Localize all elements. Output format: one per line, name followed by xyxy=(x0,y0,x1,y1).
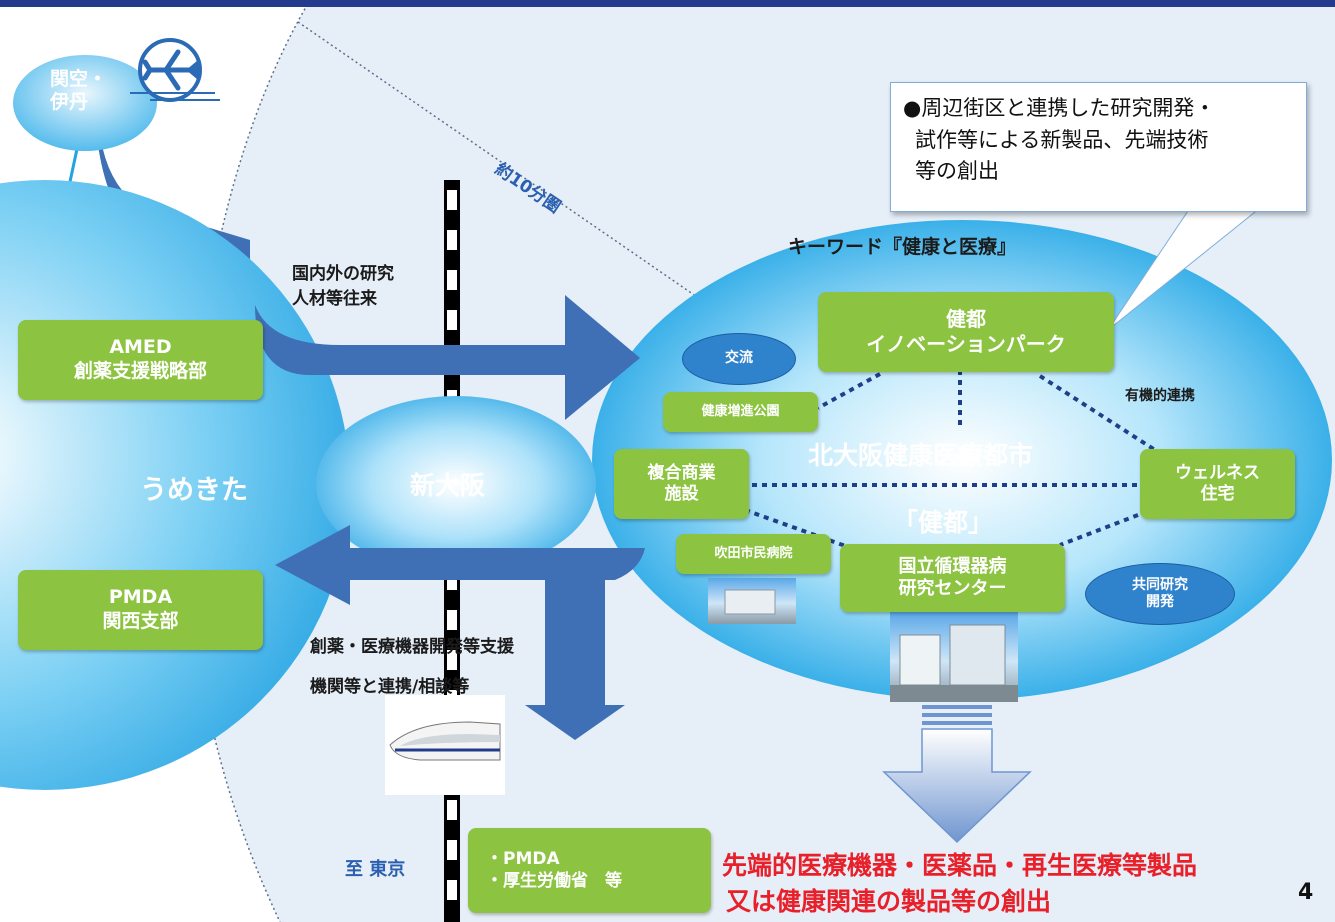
header-bar xyxy=(0,0,1335,7)
research-flow-line1: 国内外の研究 xyxy=(292,264,394,284)
commercial-facility-box: 複合商業 施設 xyxy=(614,449,749,519)
pmda-kansai-box: PMDA 関西支部 xyxy=(18,570,263,650)
airplane-icon xyxy=(142,49,199,91)
innovation-park-line2: イノベーションパーク xyxy=(866,332,1066,356)
wellness-housing-line2: 住宅 xyxy=(1200,484,1235,504)
ncvc-line2: 研究センター xyxy=(898,578,1007,599)
support-flow-line2: 機関等と連携/相談等 xyxy=(310,676,470,697)
ncvc-box: 国立循環器病 研究センター xyxy=(840,544,1065,612)
airplane-icon-lines xyxy=(130,92,220,101)
joint-research-line1: 共同研究 xyxy=(1132,576,1188,593)
research-flow-line2: 人材等往来 xyxy=(292,288,377,309)
support-flow-arrow xyxy=(275,525,645,740)
callout-line2: 試作等による新製品、先端技術 xyxy=(915,127,1209,152)
keyword-label: キーワード『健康と医療』 xyxy=(788,236,1017,258)
pmda-kansai-line1: PMDA xyxy=(108,586,173,609)
callout-line3: 等の創出 xyxy=(915,159,999,183)
wellness-housing-box: ウェルネス 住宅 xyxy=(1140,449,1295,519)
city-name-label: 北大阪健康医療都市 xyxy=(808,441,1034,470)
ncvc-line1: 国立循環器病 xyxy=(898,555,1007,577)
health-park-box: 健康増進公園 xyxy=(663,392,818,432)
result-text: 先端的医療機器・医薬品・再生医療等製品 又は健康関連の製品等の創出 xyxy=(722,848,1197,921)
commercial-facility-line2: 施設 xyxy=(664,484,699,504)
result-line1: 先端的医療機器・医薬品・再生医療等製品 xyxy=(722,851,1198,880)
umekita-title: うめきた xyxy=(140,475,248,506)
airport-label-line1: 関空・ xyxy=(50,68,108,90)
result-down-arrow xyxy=(882,728,1032,844)
callout-box: ●周辺街区と連携した研究開発・ 試作等による新製品、先端技術 等の創出 xyxy=(890,82,1307,212)
innovation-park-line1: 健都 xyxy=(946,307,986,331)
shin-osaka-ellipse xyxy=(316,396,596,572)
research-flow-label: 国内外の研究 人材等往来 xyxy=(292,262,394,311)
research-flow-arrow xyxy=(255,295,640,420)
pmda-kansai-line2: 関西支部 xyxy=(102,610,179,632)
tokyo-agencies-line2: ・厚生労働省 等 xyxy=(486,870,622,891)
page-number: 4 xyxy=(1298,880,1314,905)
network-lines xyxy=(744,370,1157,555)
airport-label: 関空・ 伊丹 xyxy=(50,68,107,114)
airport-label-line2: 伊丹 xyxy=(50,90,89,113)
commercial-facility-line1: 複合商業 xyxy=(647,462,716,483)
innovation-park-box: 健都 イノベーションパーク xyxy=(818,292,1114,372)
suita-hospital-box: 吹田市民病院 xyxy=(676,534,831,574)
zone-boundary-line xyxy=(297,21,746,331)
support-flow-label: 創薬・医療機器開発等支援 機関等と連携/相談等 xyxy=(310,628,514,708)
joint-research-line2: 開発 xyxy=(1146,594,1174,610)
tokyo-agencies-line1: ・PMDA xyxy=(486,849,560,870)
to-tokyo-label: 至 東京 xyxy=(345,859,406,880)
result-line2: 又は健康関連の製品等の創出 xyxy=(726,887,1052,917)
callout-line1: ●周辺街区と連携した研究開発・ xyxy=(903,96,1216,120)
callout-text: ●周辺街区と連携した研究開発・ 試作等による新製品、先端技術 等の創出 xyxy=(903,93,1215,188)
amed-box: AMED 創薬支援戦略部 xyxy=(18,320,263,400)
amed-line2: 創薬支援戦略部 xyxy=(73,360,207,382)
kento-label: 「健都」 xyxy=(893,508,994,537)
tokyo-agencies-box: ・PMDA ・厚生労働省 等 xyxy=(468,828,711,913)
airport-ellipse xyxy=(13,55,157,151)
support-flow-line1: 創薬・医療機器開発等支援 xyxy=(310,637,514,657)
amed-line1: AMED xyxy=(109,336,172,359)
exchange-pill: 交流 xyxy=(682,333,796,385)
zone-boundary-left xyxy=(187,0,311,922)
organic-link-label: 有機的連携 xyxy=(1125,388,1195,404)
joint-research-pill: 共同研究 開発 xyxy=(1085,563,1235,625)
wellness-housing-line1: ウェルネス xyxy=(1175,462,1260,483)
shin-osaka-label: 新大阪 xyxy=(410,471,486,500)
